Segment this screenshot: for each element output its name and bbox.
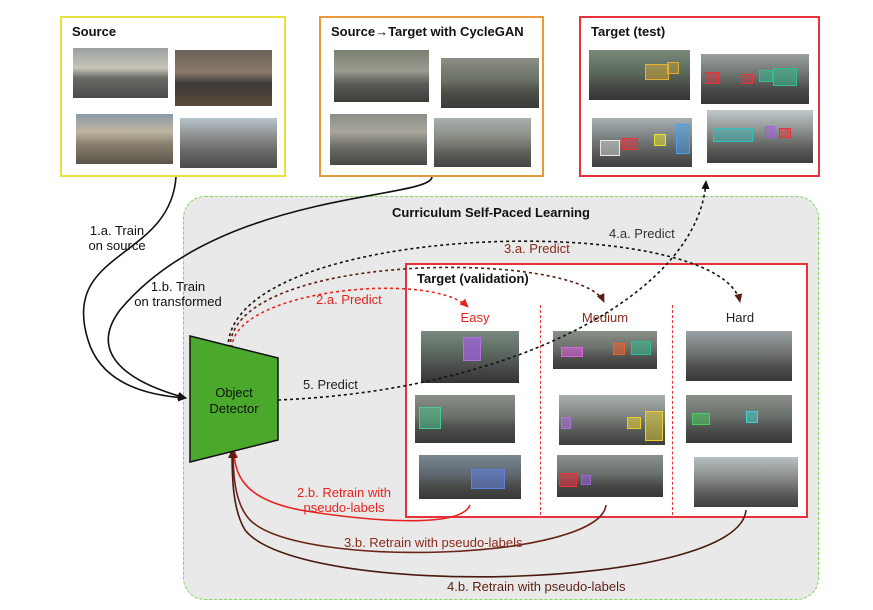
cyclegan-image-1 bbox=[334, 50, 429, 102]
source-box-title: Source bbox=[72, 24, 117, 39]
cyclegan-box-title: Source→Target with CycleGAN bbox=[331, 24, 524, 39]
column-label-easy: Easy bbox=[460, 310, 490, 325]
column-label-medium: Medium bbox=[581, 310, 629, 325]
arrow-2a bbox=[231, 287, 469, 349]
detector-label-line2: Detector bbox=[209, 401, 259, 416]
cyclegan-image-2 bbox=[441, 58, 539, 108]
hard-image-2 bbox=[686, 395, 792, 443]
source-image-4 bbox=[180, 118, 277, 168]
step-2b-label-line1: 2.b. Retrain with bbox=[297, 485, 391, 500]
source-box: Source bbox=[60, 16, 286, 177]
cyclegan-image-4 bbox=[434, 118, 531, 167]
cyclegan-image-3 bbox=[330, 114, 427, 165]
easy-image-3 bbox=[419, 455, 521, 499]
step-2a-label: 2.a. Predict bbox=[316, 292, 382, 307]
curriculum-title: Curriculum Self-Paced Learning bbox=[392, 205, 590, 220]
source-image-3 bbox=[76, 114, 173, 164]
step-1b-label-line1: 1.b. Train bbox=[150, 279, 206, 294]
step-1b-label-line2: on transformed bbox=[134, 294, 222, 309]
arrow-3a bbox=[229, 266, 605, 349]
column-label-hard: Hard bbox=[725, 310, 755, 325]
arrow-3b bbox=[229, 449, 607, 554]
step-3a-label: 3.a. Predict bbox=[504, 241, 570, 256]
easy-image-1 bbox=[421, 331, 519, 383]
target-validation-box: Target (validation) bbox=[405, 263, 808, 518]
arrow-2b bbox=[230, 449, 471, 522]
target-validation-box-title: Target (validation) bbox=[417, 271, 529, 286]
step-5-label: 5. Predict bbox=[303, 377, 358, 392]
step-1a-label-line2: on source bbox=[88, 238, 146, 253]
cyclegan-box: Source→Target with CycleGAN bbox=[319, 16, 544, 177]
hard-image-3 bbox=[694, 457, 798, 507]
step-4a-label: 4.a. Predict bbox=[609, 226, 675, 241]
arrow-4b bbox=[228, 449, 747, 578]
medium-image-1 bbox=[553, 331, 657, 369]
detector-label-line1: Object bbox=[215, 385, 253, 400]
arrow-5 bbox=[277, 180, 710, 401]
step-2b-label-line2: pseudo-labels bbox=[303, 500, 385, 515]
step-4b-label: 4.b. Retrain with pseudo-labels bbox=[447, 579, 626, 594]
test-image-3 bbox=[592, 118, 692, 167]
step-3b-label: 3.b. Retrain with pseudo-labels bbox=[344, 535, 523, 550]
arrow-1b bbox=[107, 176, 433, 400]
source-image-1 bbox=[73, 48, 168, 98]
source-image-2 bbox=[175, 50, 272, 106]
arrow-1a bbox=[82, 176, 187, 402]
test-image-1 bbox=[589, 50, 690, 100]
test-image-2 bbox=[701, 54, 809, 104]
hard-image-1 bbox=[686, 331, 792, 381]
target-test-box: Target (test) bbox=[579, 16, 820, 177]
column-separator-1 bbox=[540, 305, 541, 515]
arrow-4a bbox=[227, 240, 743, 349]
test-image-4 bbox=[707, 110, 813, 163]
medium-image-3 bbox=[557, 455, 663, 497]
easy-image-2 bbox=[415, 395, 515, 443]
column-separator-2 bbox=[672, 305, 673, 515]
target-test-box-title: Target (test) bbox=[591, 24, 666, 39]
step-1a-label-line1: 1.a. Train bbox=[89, 223, 145, 238]
medium-image-2 bbox=[559, 395, 665, 445]
